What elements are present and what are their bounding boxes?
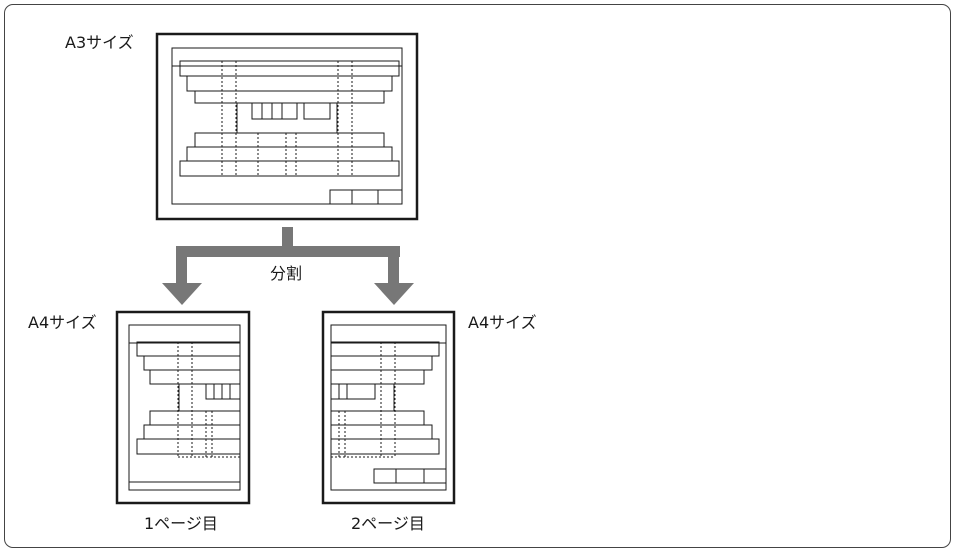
split-arrow — [162, 227, 414, 305]
a4-size-label-left: A4サイズ — [28, 313, 97, 332]
a4-sheet-page1 — [115, 310, 251, 505]
a4-sheet-page2 — [321, 310, 456, 505]
a3-dotted-guides — [221, 61, 353, 177]
page2-dotted-guides — [331, 342, 396, 458]
page1-label: 1ページ目 — [144, 514, 218, 533]
page1-dotted-guides — [177, 342, 240, 458]
page2-label: 2ページ目 — [351, 514, 425, 533]
diagram-frame — [4, 4, 951, 548]
a3-sheet — [155, 32, 419, 221]
a4-size-label-right: A4サイズ — [468, 313, 537, 332]
a3-size-label: A3サイズ — [65, 33, 134, 52]
split-label: 分割 — [270, 264, 303, 283]
